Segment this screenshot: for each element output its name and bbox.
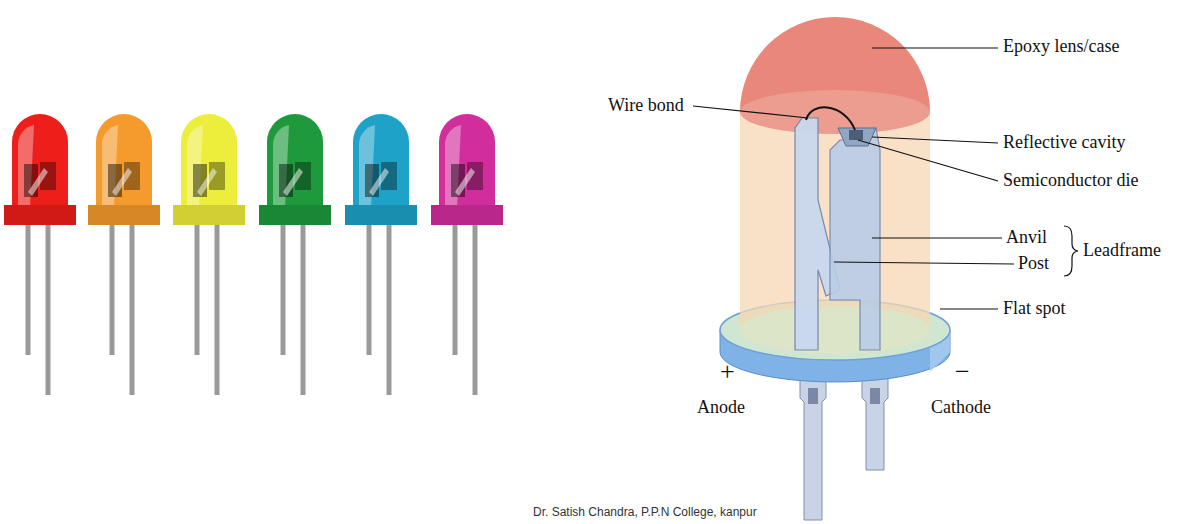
part-label: Reflective cavity xyxy=(1003,133,1125,153)
part-label: Post xyxy=(1018,254,1049,274)
part-label: Epoxy lens/case xyxy=(1003,37,1119,57)
part-label: Semiconductor die xyxy=(1003,171,1138,191)
magenta-led xyxy=(431,114,503,395)
pin-label: Cathode xyxy=(931,398,991,418)
part-label: Anvil xyxy=(1006,228,1047,248)
blue-led xyxy=(345,114,417,395)
green-led xyxy=(259,114,331,395)
credit-note: Dr. Satish Chandra, P.P.N College, kanpu… xyxy=(533,506,757,519)
orange-led xyxy=(88,114,160,395)
part-label: Wire bond xyxy=(608,96,684,116)
led-row xyxy=(4,114,503,395)
polarity-sign: + xyxy=(720,358,735,387)
yellow-led xyxy=(173,114,245,395)
polarity-sign: − xyxy=(955,358,970,387)
led-cross-section xyxy=(720,17,950,520)
part-label: Flat spot xyxy=(1003,299,1066,319)
red-led xyxy=(4,114,76,395)
pin-label: Anode xyxy=(697,398,745,418)
group-label: Leadframe xyxy=(1083,241,1161,261)
